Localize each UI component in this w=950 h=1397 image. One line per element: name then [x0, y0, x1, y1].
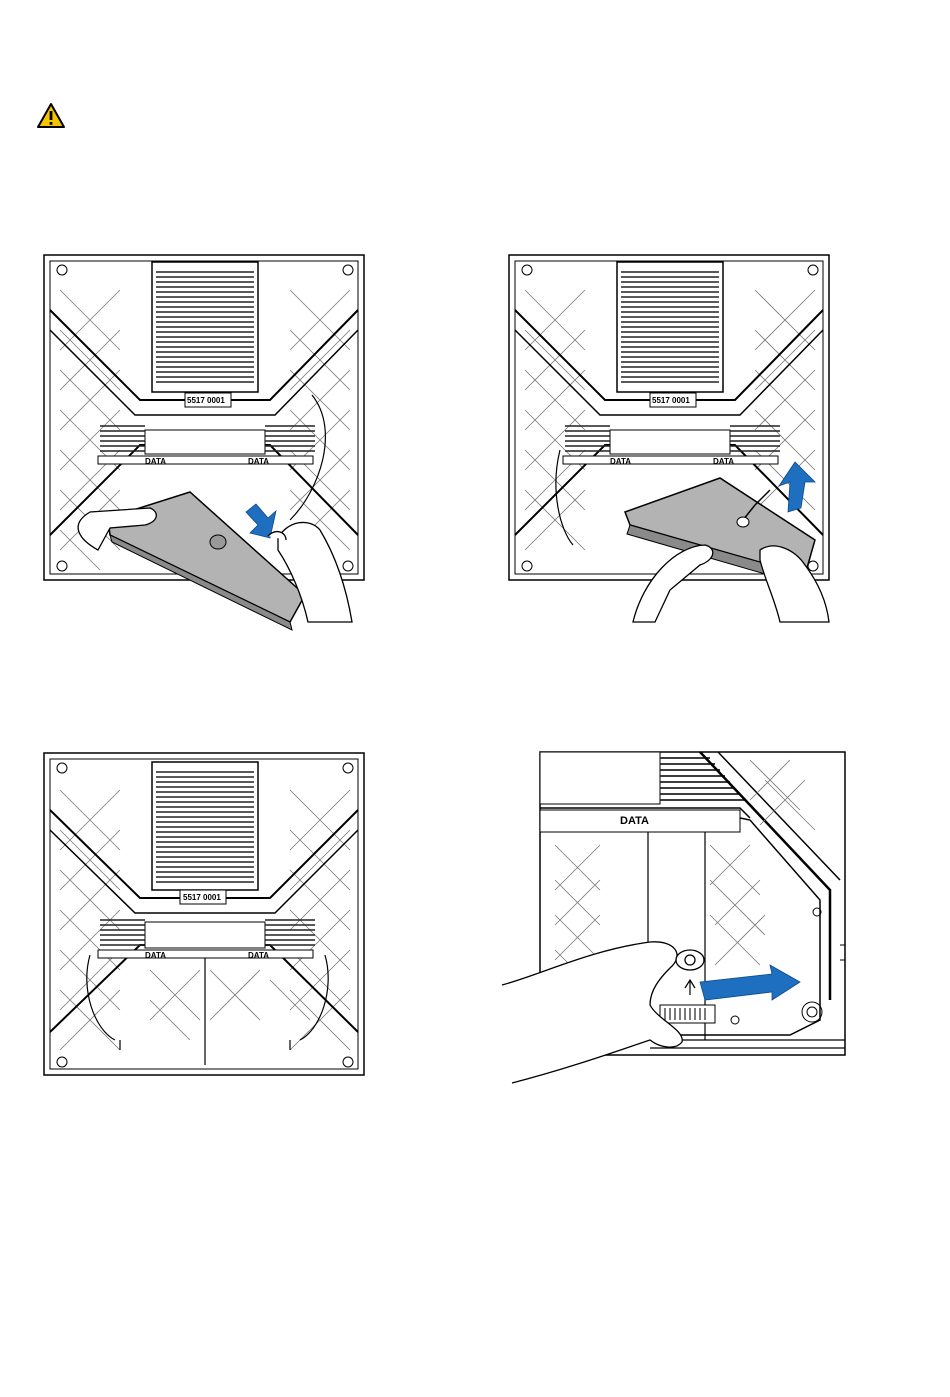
figure-step-1: 5517 0001 DATA DATA [40, 250, 370, 625]
serial-label: 5517 0001 [183, 893, 221, 902]
warning-triangle-icon [36, 102, 66, 130]
serial-label: 5517 0001 [187, 396, 225, 405]
figure-step-3: 5517 0001 DATA DATA [40, 750, 370, 1080]
data-label-right: DATA [713, 457, 734, 466]
arrow-right-icon [700, 965, 800, 1000]
figure-step-4: DATA [500, 750, 850, 1090]
data-label-left: DATA [145, 951, 166, 960]
figure-step-2: 5517 0001 DATA DATA [505, 250, 835, 625]
data-label: DATA [620, 815, 649, 827]
data-label-right: DATA [248, 951, 269, 960]
serial-label: 5517 0001 [652, 396, 690, 405]
data-label-left: DATA [145, 457, 166, 466]
data-label-right: DATA [248, 457, 269, 466]
data-label-left: DATA [610, 457, 631, 466]
